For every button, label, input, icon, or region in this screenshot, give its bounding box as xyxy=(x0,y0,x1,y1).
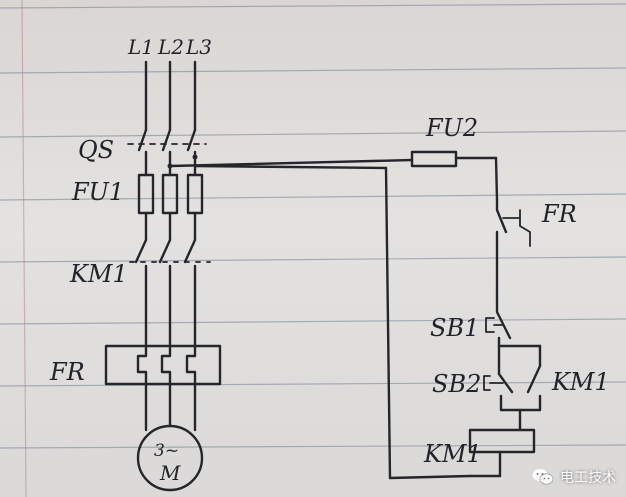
label-sb1: SB1 xyxy=(430,314,479,342)
km1-main-contacts xyxy=(129,238,211,348)
label-qs: QS xyxy=(78,136,114,164)
label-km1-coil: KM1 xyxy=(423,440,482,468)
label-fu2: FU2 xyxy=(425,114,478,142)
label-fu1: FU1 xyxy=(71,178,124,206)
control-circuit xyxy=(168,150,542,480)
label-l3: L3 xyxy=(185,35,212,59)
label-fr-main: FR xyxy=(49,358,85,386)
label-l2: L2 xyxy=(157,35,184,59)
fu2-fuse xyxy=(410,150,458,168)
label-fr-ctrl: FR xyxy=(541,200,577,228)
supply-lines xyxy=(144,60,197,132)
label-sb2: SB2 xyxy=(432,370,481,398)
km1-aux-contact xyxy=(526,364,542,412)
wechat-icon xyxy=(532,469,554,485)
qs-switch xyxy=(127,128,207,177)
motor xyxy=(136,382,204,492)
fu1-fuses xyxy=(137,173,204,242)
watermark: 电工技术 xyxy=(532,467,616,487)
label-motor-bottom: M xyxy=(159,461,181,485)
km1-coil xyxy=(468,428,536,454)
label-motor-top: 3~ xyxy=(154,441,179,461)
fr-thermal-relay xyxy=(104,344,222,386)
label-km1-main: KM1 xyxy=(69,260,128,288)
fr-nc-contact xyxy=(495,198,508,302)
sb2-start-button xyxy=(497,372,514,412)
label-km1-aux: KM1 xyxy=(551,368,610,396)
sb1-stop-button xyxy=(495,298,512,348)
watermark-text: 电工技术 xyxy=(560,470,616,486)
label-l1: L1 xyxy=(127,35,154,59)
schematic-labels: L1 L2 L3 QS FU1 KM1 FR 3~ M FU2 FR SB1 S… xyxy=(49,35,610,485)
